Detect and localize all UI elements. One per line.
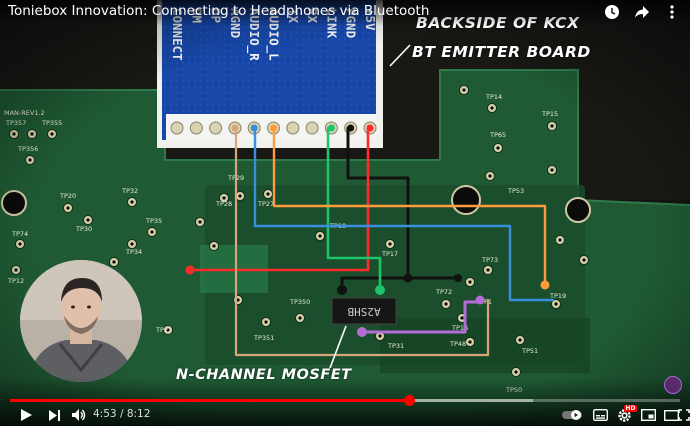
module-solder-pad bbox=[305, 121, 319, 135]
svg-text:TP28: TP28 bbox=[215, 200, 232, 208]
svg-text:TP51: TP51 bbox=[521, 347, 538, 355]
svg-text:TP355: TP355 bbox=[41, 119, 62, 127]
share-icon[interactable] bbox=[632, 2, 652, 22]
svg-text:TP74: TP74 bbox=[11, 230, 28, 238]
pcb-via-hole bbox=[212, 244, 216, 248]
pcb-via-hole bbox=[86, 218, 90, 222]
title-bar: Toniebox Innovation: Connecting to Headp… bbox=[0, 0, 690, 26]
svg-text:TP35: TP35 bbox=[145, 217, 162, 225]
pcb-via-hole bbox=[550, 168, 554, 172]
svg-text:TP17: TP17 bbox=[381, 250, 398, 258]
pcb-via-hole bbox=[30, 132, 34, 136]
svg-text:TP350: TP350 bbox=[289, 298, 310, 306]
pcb-via-hole bbox=[468, 340, 472, 344]
pcb-via-hole bbox=[554, 302, 558, 306]
pcb-via-hole bbox=[490, 106, 494, 110]
theater-icon[interactable] bbox=[661, 405, 681, 425]
pcb-via-hole bbox=[66, 206, 70, 210]
fullscreen-icon[interactable] bbox=[677, 405, 690, 425]
pcb-via-hole bbox=[12, 132, 16, 136]
module-solder-pad bbox=[170, 121, 184, 135]
control-bar: 4:53 / 8:12 HD bbox=[0, 405, 690, 425]
svg-text:TP48: TP48 bbox=[449, 340, 466, 348]
progress-bar[interactable] bbox=[10, 395, 680, 406]
current-time: 4:53 bbox=[93, 408, 117, 420]
pcb-via-hole bbox=[496, 146, 500, 150]
play-icon[interactable] bbox=[16, 405, 36, 425]
pcb-via-hole bbox=[50, 132, 54, 136]
video-title[interactable]: Toniebox Innovation: Connecting to Headp… bbox=[8, 3, 430, 19]
pcb-via-hole bbox=[14, 268, 18, 272]
chip-marking: A2SHB bbox=[347, 305, 380, 318]
pcb-via-hole bbox=[518, 338, 522, 342]
svg-text:TP357: TP357 bbox=[5, 119, 26, 127]
scrubber-handle[interactable] bbox=[403, 395, 415, 406]
played-bar bbox=[10, 399, 409, 402]
pcb-version-label: MAN-REV1.2 bbox=[4, 109, 45, 117]
module-solder-pad bbox=[209, 121, 223, 135]
backside-label-line2: BT EMITTER BOARD bbox=[412, 43, 591, 61]
presenter-webcam bbox=[20, 260, 142, 382]
next-icon[interactable] bbox=[44, 405, 64, 425]
more-icon[interactable] bbox=[662, 2, 682, 22]
svg-text:TP15: TP15 bbox=[541, 110, 558, 118]
pcb-via-hole bbox=[28, 158, 32, 162]
pcb-via-hole bbox=[18, 242, 22, 246]
svg-text:TP73: TP73 bbox=[481, 256, 498, 264]
svg-text:TP34: TP34 bbox=[125, 248, 142, 256]
pcb-via-hole bbox=[150, 230, 154, 234]
pcb-via-hole bbox=[460, 316, 464, 320]
pcb-via-hole bbox=[378, 334, 382, 338]
svg-text:TP53: TP53 bbox=[507, 187, 524, 195]
time-display: 4:53 / 8:12 bbox=[93, 408, 150, 420]
settings-icon[interactable]: HD bbox=[614, 405, 637, 425]
svg-text:TP356: TP356 bbox=[17, 145, 38, 153]
pcb-via-hole bbox=[130, 242, 134, 246]
volume-icon[interactable] bbox=[68, 405, 88, 425]
pcb-via-hole bbox=[558, 238, 562, 242]
channel-watermark-icon[interactable] bbox=[664, 376, 682, 394]
svg-text:TP31: TP31 bbox=[387, 342, 404, 350]
svg-text:TP30: TP30 bbox=[75, 225, 92, 233]
svg-text:TP23: TP23 bbox=[155, 326, 172, 334]
miniplayer-icon[interactable] bbox=[638, 405, 658, 425]
pcb-via-hole bbox=[582, 258, 586, 262]
pcb-via-hole bbox=[112, 260, 116, 264]
module-solder-pad bbox=[189, 121, 203, 135]
pcb-via-hole bbox=[444, 302, 448, 306]
pcb-via-hole bbox=[130, 200, 134, 204]
svg-text:TP32: TP32 bbox=[121, 187, 138, 195]
svg-text:TP12: TP12 bbox=[7, 277, 24, 285]
duration: 8:12 bbox=[126, 408, 151, 420]
pcb-via-hole bbox=[488, 174, 492, 178]
svg-text:TP65: TP65 bbox=[489, 131, 506, 139]
svg-text:TP351: TP351 bbox=[253, 334, 274, 342]
pcb-via-hole bbox=[266, 192, 270, 196]
svg-text:TP20: TP20 bbox=[59, 192, 76, 200]
pcb-via-hole bbox=[298, 316, 302, 320]
pcb-via-hole bbox=[388, 242, 392, 246]
pcb-via-hole bbox=[318, 234, 322, 238]
svg-text:TP72: TP72 bbox=[435, 288, 452, 296]
pcb-via-hole bbox=[550, 124, 554, 128]
pcb-via-hole bbox=[462, 88, 466, 92]
pcb-via-hole bbox=[238, 194, 242, 198]
svg-text:TP14: TP14 bbox=[485, 93, 502, 101]
pcb-via-hole bbox=[264, 320, 268, 324]
watch-later-icon[interactable] bbox=[602, 2, 622, 22]
hd-badge: HD bbox=[623, 405, 637, 412]
subtitles-icon[interactable] bbox=[590, 405, 610, 425]
time-separator: / bbox=[119, 408, 127, 420]
presenter-image bbox=[20, 260, 142, 382]
pcb-via-hole bbox=[198, 220, 202, 224]
pcb-via-hole bbox=[486, 268, 490, 272]
svg-text:TP27: TP27 bbox=[257, 200, 274, 208]
autoplay-toggle-icon[interactable] bbox=[561, 405, 585, 425]
pcb-via-hole bbox=[514, 370, 518, 374]
module-solder-pad bbox=[286, 121, 300, 135]
pcb-via-hole bbox=[468, 280, 472, 284]
